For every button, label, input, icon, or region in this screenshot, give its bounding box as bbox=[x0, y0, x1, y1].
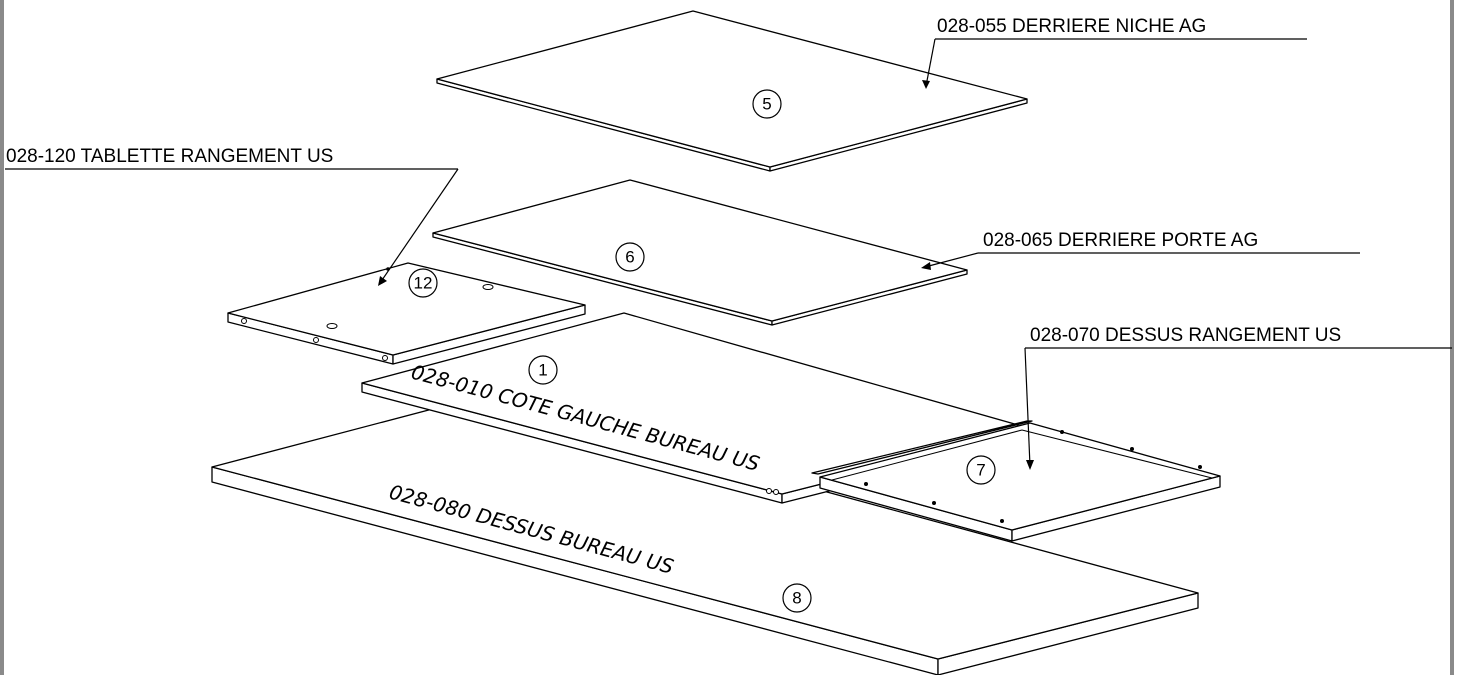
callout-porte-label: 028-065 DERRIERE PORTE AG bbox=[983, 230, 1258, 251]
callout-tablette-label: 028-120 TABLETTE RANGEMENT US bbox=[6, 146, 333, 167]
svg-text:7: 7 bbox=[976, 461, 985, 480]
part-8-desk-top bbox=[211, 396, 1199, 675]
callout-niche-label: 028-055 DERRIERE NICHE AG bbox=[937, 16, 1206, 37]
balloon-1: 1 bbox=[528, 355, 558, 385]
svg-text:5: 5 bbox=[762, 95, 771, 114]
svg-text:1: 1 bbox=[538, 361, 547, 380]
svg-text:12: 12 bbox=[414, 274, 433, 293]
frame-left-border bbox=[0, 0, 4, 675]
part-7-storage-top bbox=[811, 420, 1221, 542]
svg-text:6: 6 bbox=[625, 248, 634, 267]
leader-rangement bbox=[1024, 347, 1452, 470]
balloon-8: 8 bbox=[782, 583, 812, 613]
leader-niche bbox=[922, 38, 1307, 89]
frame-right-border bbox=[1450, 0, 1454, 675]
part-5-niche-back-panel bbox=[436, 10, 1028, 172]
balloon-6: 6 bbox=[615, 242, 645, 272]
svg-text:8: 8 bbox=[792, 589, 801, 608]
part-6-door-back-panel bbox=[432, 179, 968, 326]
balloon-7: 7 bbox=[966, 455, 996, 485]
leader-tablette bbox=[5, 168, 459, 286]
balloon-12: 12 bbox=[408, 268, 438, 298]
callout-rangement-label: 028-070 DESSUS RANGEMENT US bbox=[1030, 325, 1341, 346]
leader-porte bbox=[921, 252, 1360, 270]
balloon-5: 5 bbox=[752, 89, 782, 119]
part-12-storage-shelf bbox=[227, 262, 586, 365]
